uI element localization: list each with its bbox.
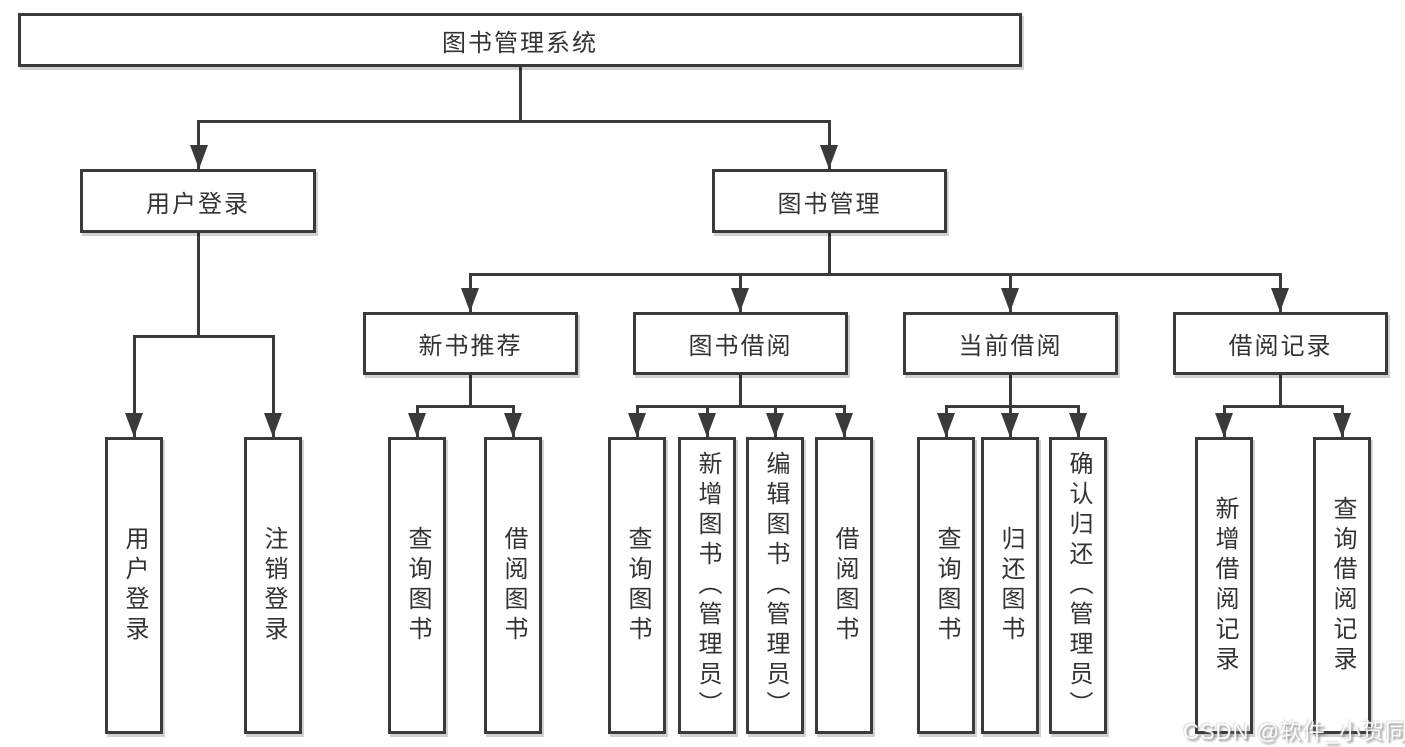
leaf-label: 借阅图书	[500, 525, 527, 646]
leaf-query-books: 查询图书	[608, 437, 666, 734]
leaf-label: 借阅图书	[831, 525, 858, 646]
leaf-edit-book-admin: 编辑图书（管理员）	[746, 437, 804, 734]
arrow-down-icon	[698, 413, 716, 437]
leaf-label: 新增图书（管理员）	[694, 450, 721, 721]
node-label: 用户登录	[146, 190, 250, 218]
node-new-book-recommend: 新书推荐	[363, 312, 578, 375]
node-book-borrow: 图书借阅	[633, 312, 848, 375]
leaf-label: 新增借阅记录	[1211, 495, 1238, 676]
connector-line	[1009, 375, 1012, 408]
node-user-login: 用户登录	[80, 169, 316, 233]
leaf-label: 查询图书	[933, 525, 960, 646]
leaf-query-borrow-record: 查询借阅记录	[1313, 437, 1371, 734]
connector-line	[133, 335, 275, 338]
connector-line	[739, 375, 742, 408]
connector-line	[1223, 405, 1344, 408]
leaf-add-book-admin: 新增图书（管理员）	[678, 437, 736, 734]
connector-line	[1279, 375, 1282, 408]
arrow-down-icon	[731, 288, 749, 312]
leaf-label: 编辑图书（管理员）	[762, 450, 789, 721]
arrow-down-icon	[835, 413, 853, 437]
leaf-confirm-return-admin: 确认归还（管理员）	[1049, 437, 1107, 734]
arrow-down-icon	[1215, 413, 1233, 437]
arrow-down-icon	[1001, 288, 1019, 312]
connector-line	[197, 120, 831, 123]
leaf-label: 归还图书	[997, 525, 1024, 646]
leaf-label: 查询图书	[624, 525, 651, 646]
leaf-user-login: 用户登录	[105, 437, 163, 734]
node-label: 新书推荐	[418, 333, 523, 360]
node-borrow-records: 借阅记录	[1173, 312, 1388, 375]
leaf-label: 查询借阅记录	[1329, 495, 1356, 676]
connector-line	[416, 405, 515, 408]
connector-line	[469, 375, 472, 408]
connector-line	[945, 405, 1080, 408]
arrow-down-icon	[504, 413, 522, 437]
node-label: 图书管理系统	[442, 29, 598, 57]
connector-line	[636, 405, 846, 408]
arrow-down-icon	[820, 145, 838, 169]
arrow-down-icon	[1001, 413, 1019, 437]
arrow-down-icon	[628, 413, 646, 437]
arrow-down-icon	[1069, 413, 1087, 437]
node-label: 当前借阅	[958, 333, 1063, 360]
leaf-label: 注销登录	[260, 525, 287, 646]
arrow-down-icon	[766, 413, 784, 437]
arrow-down-icon	[408, 413, 426, 437]
connector-line	[828, 232, 831, 276]
node-current-borrow: 当前借阅	[903, 312, 1118, 375]
arrow-down-icon	[190, 145, 208, 169]
node-label: 图书借阅	[688, 333, 793, 360]
connector-line	[519, 67, 522, 123]
leaf-borrow-books: 借阅图书	[484, 437, 542, 734]
connector-line	[197, 232, 200, 338]
leaf-borrow-books: 借阅图书	[815, 437, 873, 734]
connector-line	[197, 120, 200, 169]
leaf-query-books: 查询图书	[917, 437, 975, 734]
arrow-down-icon	[937, 413, 955, 437]
arrow-down-icon	[461, 288, 479, 312]
connector-line	[133, 335, 136, 437]
node-label: 图书管理	[777, 190, 882, 218]
connector-line	[469, 273, 1282, 276]
node-library-system: 图书管理系统	[18, 13, 1022, 67]
leaf-add-borrow-record: 新增借阅记录	[1195, 437, 1253, 734]
leaf-return-book: 归还图书	[981, 437, 1039, 734]
arrow-down-icon	[264, 413, 282, 437]
leaf-logout: 注销登录	[244, 437, 302, 734]
arrow-down-icon	[1271, 288, 1289, 312]
leaf-label: 确认归还（管理员）	[1065, 450, 1092, 721]
node-book-management: 图书管理	[712, 169, 947, 233]
leaf-query-books: 查询图书	[388, 437, 446, 734]
connector-line	[828, 120, 831, 169]
node-label: 借阅记录	[1228, 333, 1333, 360]
csdn-watermark: CSDN @软件_小贺同学	[1183, 719, 1405, 744]
connector-line	[272, 335, 275, 437]
leaf-label: 用户登录	[121, 525, 148, 646]
arrow-down-icon	[125, 413, 143, 437]
arrow-down-icon	[1333, 413, 1351, 437]
leaf-label: 查询图书	[404, 525, 431, 646]
